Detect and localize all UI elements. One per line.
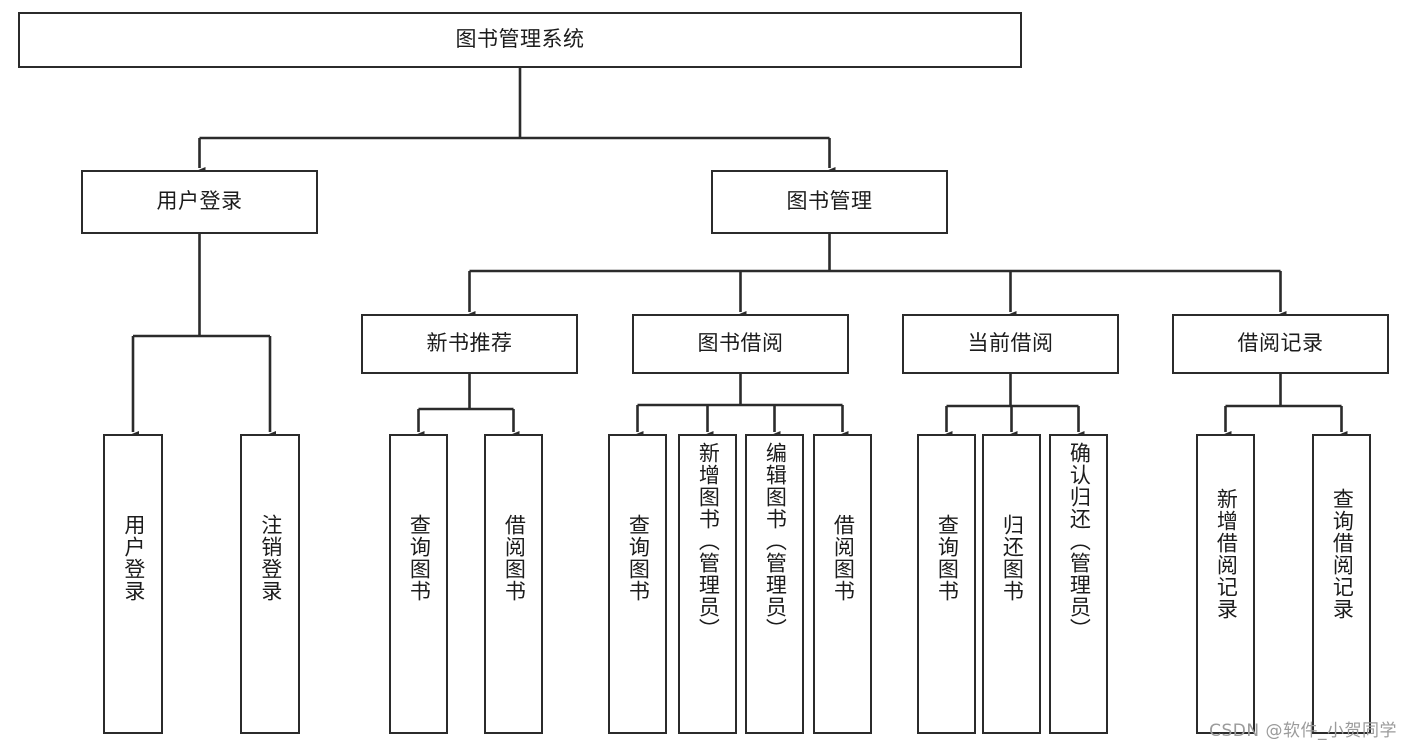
leaf-edit-book-admin-label: 编辑图书（管理员） xyxy=(763,442,788,640)
node-new-book-recommend-label: 新书推荐 xyxy=(426,331,513,356)
leaf-return-book[interactable]: 归还图书 xyxy=(982,434,1041,734)
leaf-add-borrow-record-label: 新增借阅记录 xyxy=(1214,488,1239,620)
leaf-query-book-current-label: 查询图书 xyxy=(935,514,960,602)
leaf-borrow-book[interactable]: 借阅图书 xyxy=(813,434,872,734)
leaf-add-book-admin[interactable]: 新增图书（管理员） xyxy=(678,434,737,734)
node-book-borrow-label: 图书借阅 xyxy=(697,331,784,356)
node-book-borrow[interactable]: 图书借阅 xyxy=(632,314,849,374)
leaf-query-book-new-label: 查询图书 xyxy=(407,514,432,602)
node-user-login-label: 用户登录 xyxy=(156,189,243,214)
node-root-label: 图书管理系统 xyxy=(455,27,585,52)
node-new-book-recommend[interactable]: 新书推荐 xyxy=(361,314,578,374)
leaf-edit-book-admin[interactable]: 编辑图书（管理员） xyxy=(745,434,804,734)
leaf-user-login[interactable]: 用户登录 xyxy=(103,434,163,734)
leaf-user-login-label: 用户登录 xyxy=(121,514,146,602)
leaf-confirm-return-admin[interactable]: 确认归还（管理员） xyxy=(1049,434,1108,734)
leaf-logout[interactable]: 注销登录 xyxy=(240,434,300,734)
node-user-login[interactable]: 用户登录 xyxy=(81,170,318,234)
node-borrow-record[interactable]: 借阅记录 xyxy=(1172,314,1389,374)
leaf-return-book-label: 归还图书 xyxy=(1000,514,1025,602)
leaf-query-borrow-record[interactable]: 查询借阅记录 xyxy=(1312,434,1371,734)
leaf-confirm-return-admin-label: 确认归还（管理员） xyxy=(1067,442,1092,640)
leaf-query-borrow-record-label: 查询借阅记录 xyxy=(1330,488,1355,620)
node-current-borrow-label: 当前借阅 xyxy=(967,331,1054,356)
leaf-query-book-new[interactable]: 查询图书 xyxy=(389,434,448,734)
node-borrow-record-label: 借阅记录 xyxy=(1237,331,1324,356)
leaf-query-book-current[interactable]: 查询图书 xyxy=(917,434,976,734)
watermark: CSDN @软件_小贺同学 xyxy=(1209,721,1397,741)
leaf-borrow-book-new-label: 借阅图书 xyxy=(502,514,527,602)
node-current-borrow[interactable]: 当前借阅 xyxy=(902,314,1119,374)
leaf-query-book-label: 查询图书 xyxy=(626,514,651,602)
leaf-add-borrow-record[interactable]: 新增借阅记录 xyxy=(1196,434,1255,734)
node-book-management-label: 图书管理 xyxy=(786,189,873,214)
leaf-add-book-admin-label: 新增图书（管理员） xyxy=(696,442,721,640)
leaf-borrow-book-label: 借阅图书 xyxy=(831,514,856,602)
leaf-query-book[interactable]: 查询图书 xyxy=(608,434,667,734)
leaf-logout-label: 注销登录 xyxy=(258,514,283,602)
node-book-management[interactable]: 图书管理 xyxy=(711,170,948,234)
node-root[interactable]: 图书管理系统 xyxy=(18,12,1022,68)
leaf-borrow-book-new[interactable]: 借阅图书 xyxy=(484,434,543,734)
